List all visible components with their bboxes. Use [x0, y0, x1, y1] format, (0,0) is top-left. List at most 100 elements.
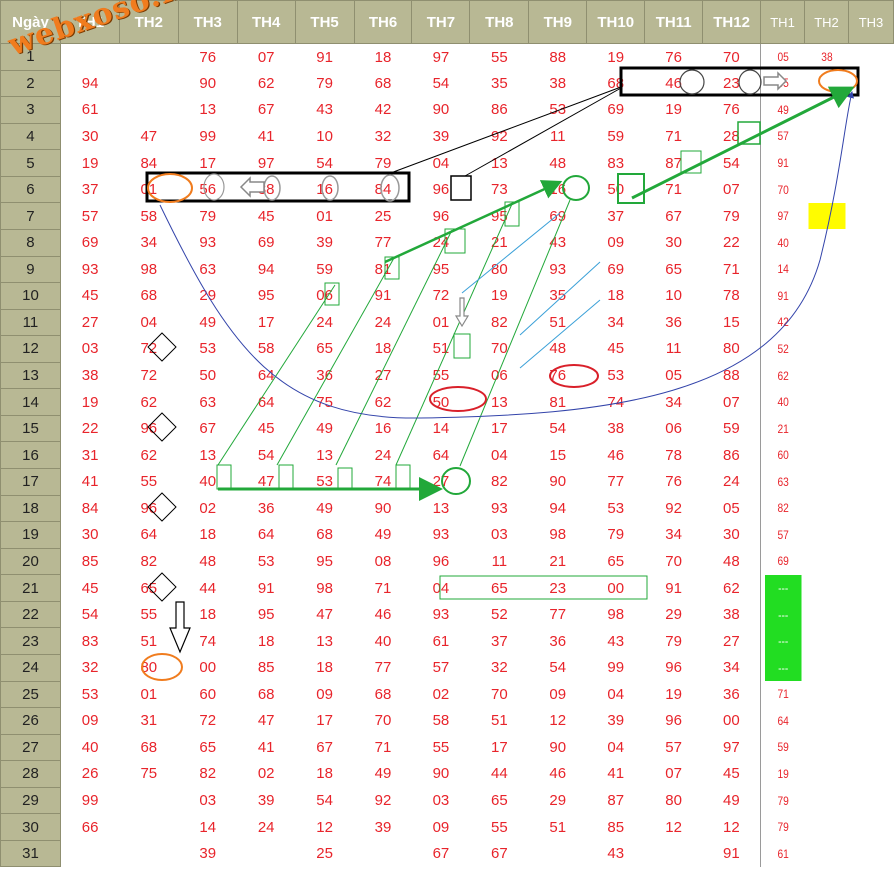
table-cell: [852, 176, 890, 203]
table-cell: 13: [491, 154, 508, 172]
table-cell: 91: [722, 845, 740, 863]
table-cell: [808, 575, 845, 602]
table-cell: 67: [432, 845, 450, 863]
table-cell: 96: [432, 552, 450, 570]
table-cell: 97: [257, 154, 275, 172]
table-cell: 09: [81, 712, 99, 730]
table-cell: 38: [549, 74, 567, 92]
table-cell: 90: [549, 473, 567, 491]
table-cell: 45: [257, 420, 275, 438]
table-cell: 63: [199, 260, 217, 278]
table-cell: 75: [140, 765, 158, 783]
table-cell: [852, 469, 890, 496]
table-cell: 39: [374, 818, 392, 836]
table-cell: 93: [199, 234, 217, 252]
table-cell: 71: [665, 127, 682, 145]
table-cell: 14: [432, 420, 450, 438]
table-cell: 63: [199, 393, 217, 411]
day-label: 26: [0, 707, 61, 735]
table-cell: 67: [665, 207, 682, 225]
table-cell: 00: [199, 659, 217, 677]
table-cell: 68: [140, 738, 158, 756]
table-cell: [808, 229, 845, 256]
table-cell: 62: [140, 393, 158, 411]
table-cell: 09: [549, 685, 567, 703]
table-cell: 69: [81, 234, 99, 252]
table-cell: [808, 601, 845, 628]
table-cell: 60: [199, 685, 217, 703]
table-cell: 59: [607, 127, 625, 145]
table-cell: 91: [665, 579, 682, 597]
table-cell: [808, 654, 845, 681]
table-cell: 24: [374, 313, 392, 331]
table-cell: [237, 840, 295, 867]
table-cell: 23: [549, 579, 567, 597]
table-cell: 36: [257, 499, 275, 517]
table-cell: [808, 787, 845, 814]
table-cell: [808, 309, 845, 336]
table-cell: 82: [140, 552, 158, 570]
table-cell: 09: [432, 818, 450, 836]
table-cell: 36: [665, 313, 682, 331]
table-cell: 29: [199, 287, 217, 305]
table-cell: [852, 415, 890, 442]
table-cell: 04: [607, 738, 625, 756]
table-cell: 67: [491, 845, 508, 863]
table-cell: 70: [374, 712, 392, 730]
table-cell: 04: [491, 446, 508, 464]
table-cell: 37: [81, 181, 99, 199]
table-cell: 45: [257, 207, 275, 225]
day-label: 12: [0, 335, 61, 363]
table-cell: ---: [763, 654, 802, 681]
table-cell: [852, 97, 890, 124]
table-cell: 79: [722, 207, 740, 225]
table-cell: 83: [81, 632, 99, 650]
header-col-14: TH2: [804, 0, 849, 44]
table-cell: 38: [257, 181, 275, 199]
table-cell: 41: [81, 473, 99, 491]
table-cell: 82: [763, 495, 802, 522]
table-cell: 01: [432, 313, 450, 331]
table-cell: 02: [432, 685, 450, 703]
table-cell: 87: [665, 154, 682, 172]
table-cell: 81: [374, 260, 392, 278]
table-cell: [808, 495, 845, 522]
table-cell: 49: [316, 420, 333, 438]
table-cell: 62: [763, 362, 802, 389]
table-cell: 04: [432, 154, 450, 172]
table-cell: 84: [374, 181, 392, 199]
table-cell: 40: [763, 388, 802, 416]
table-cell: 58: [257, 340, 275, 358]
header-col-4: TH4: [236, 0, 296, 44]
header-col-6: TH6: [353, 0, 413, 44]
table-cell: 29: [549, 792, 567, 810]
table-cell: [808, 97, 845, 124]
table-cell: 92: [374, 792, 392, 810]
table-cell: 28: [722, 127, 740, 145]
day-label: 27: [0, 733, 61, 762]
day-label: 31: [0, 839, 61, 868]
table-cell: 95: [257, 287, 275, 305]
table-cell: 62: [722, 579, 740, 597]
table-cell: 93: [491, 499, 508, 517]
table-cell: 02: [257, 765, 275, 783]
table-cell: 07: [665, 765, 682, 783]
table-cell: [852, 814, 890, 841]
table-cell: [852, 150, 890, 177]
table-cell: 88: [549, 48, 567, 66]
day-label: 3: [0, 96, 61, 124]
table-cell: 82: [199, 765, 217, 783]
table-cell: 18: [257, 632, 275, 650]
header-col-7: TH7: [411, 0, 471, 44]
table-cell: 71: [374, 738, 392, 756]
table-cell: 41: [257, 127, 275, 145]
day-label: 5: [0, 149, 61, 177]
table-cell: 57: [665, 738, 682, 756]
table-cell: 38: [820, 50, 833, 65]
